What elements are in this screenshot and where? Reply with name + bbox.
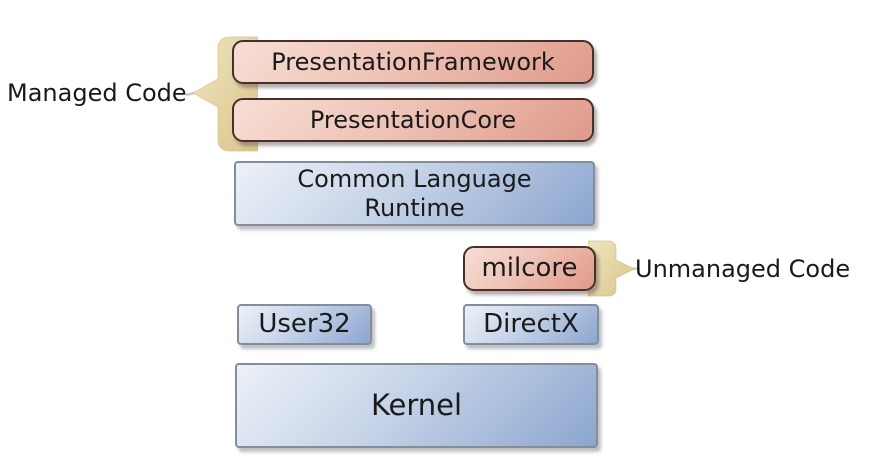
unmanaged-code-label: Unmanaged Code <box>635 255 851 283</box>
presentation-framework-box: PresentationFramework <box>232 40 594 84</box>
presentation-core-box: PresentationCore <box>232 98 594 142</box>
unmanaged-brace-shape <box>588 240 636 297</box>
user32-box: User32 <box>237 304 372 345</box>
managed-code-label: Managed Code <box>7 79 187 107</box>
common-language-runtime-box: Common Language Runtime <box>234 161 595 226</box>
milcore-box: milcore <box>463 246 596 291</box>
clr-label-line1: Common Language <box>297 165 532 194</box>
kernel-box: Kernel <box>235 363 598 448</box>
directx-box: DirectX <box>463 304 599 345</box>
clr-label-line2: Runtime <box>364 193 465 222</box>
unmanaged-code-brace <box>588 240 641 297</box>
